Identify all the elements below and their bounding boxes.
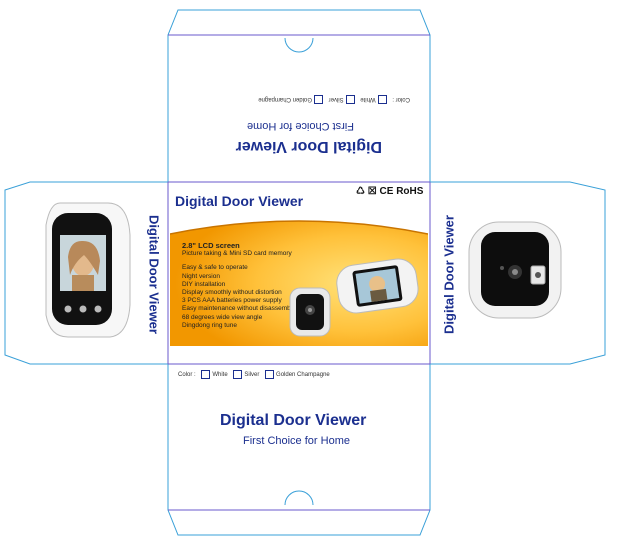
product-image-front xyxy=(289,258,419,337)
product-image-camera xyxy=(468,221,562,319)
bottom-flap-color-golden: Golden Champagne xyxy=(276,372,330,379)
top-flap-subtitle: First Choice for Home xyxy=(247,120,354,132)
feature-screen-size: 2.8" LCD screen xyxy=(182,241,240,250)
feature-item: 3 PCS AAA batteries power supply xyxy=(182,297,282,305)
feature-item: Dingdong ring tune xyxy=(182,321,237,329)
top-flap-color-golden: Golden Champagne xyxy=(258,95,312,102)
bottom-flap-white-checkbox xyxy=(201,370,211,379)
certifications: ♺ ☒ CE RoHS xyxy=(356,186,423,197)
front-panel-title: Digital Door Viewer xyxy=(175,193,304,209)
feature-item: Easy maintenance without disassembly xyxy=(182,305,296,313)
top-flap-color-silver: Silver xyxy=(328,95,344,102)
top-flap-color-white: White xyxy=(360,95,376,102)
crossed-bin-icon: ☒ xyxy=(367,186,377,197)
top-flap-text-group: Digital Door Viewer First Choice for Hom… xyxy=(170,85,430,180)
right-side-title: Digital Door Viewer xyxy=(441,215,457,334)
left-side-title-wrap: Digital Door Viewer xyxy=(146,205,162,345)
top-flap-white-checkbox xyxy=(377,95,387,104)
top-flap-silver-checkbox xyxy=(345,95,355,104)
feature-memory: Picture taking & Mini SD card memory xyxy=(182,250,292,258)
feature-item: 68 degrees wide view angle xyxy=(182,313,263,321)
bottom-flap-golden-checkbox xyxy=(265,370,275,379)
bottom-flap-subtitle: First Choice for Home xyxy=(243,435,350,447)
left-side-title: Digital Door Viewer xyxy=(146,215,162,334)
bottom-flap-silver-checkbox xyxy=(233,370,243,379)
bottom-flap-color-white: White xyxy=(212,372,228,379)
feature-item: Night version xyxy=(182,272,220,280)
bottom-flap-title: Digital Door Viewer xyxy=(220,412,367,429)
feature-item: DIY installation xyxy=(182,280,226,288)
bottom-flap-color-row: Color : White Silver Golden Champagne xyxy=(178,370,330,379)
bottom-flap-color-label: Color : xyxy=(178,372,196,379)
rohs-mark: RoHS xyxy=(396,186,424,197)
feature-list: 2.8" LCD screen Picture taking & Mini SD… xyxy=(182,241,332,330)
product-image-monitor xyxy=(45,202,131,338)
top-flap-title: Digital Door Viewer xyxy=(235,138,382,155)
top-flap-color-label: Color : xyxy=(392,95,410,102)
right-side-title-wrap: Digital Door Viewer xyxy=(441,205,457,345)
feature-item: Easy & safe to operate xyxy=(182,264,248,272)
top-flap-color-row: Color : White Silver Golden Champagne xyxy=(258,95,410,104)
feature-banner xyxy=(170,220,428,346)
recycle-icon: ♺ xyxy=(356,186,365,197)
feature-item: Display smoothly without distortion xyxy=(182,289,282,297)
bottom-flap-color-silver: Silver xyxy=(244,372,260,379)
top-flap-golden-checkbox xyxy=(313,95,323,104)
ce-mark-icon: CE xyxy=(379,186,394,197)
